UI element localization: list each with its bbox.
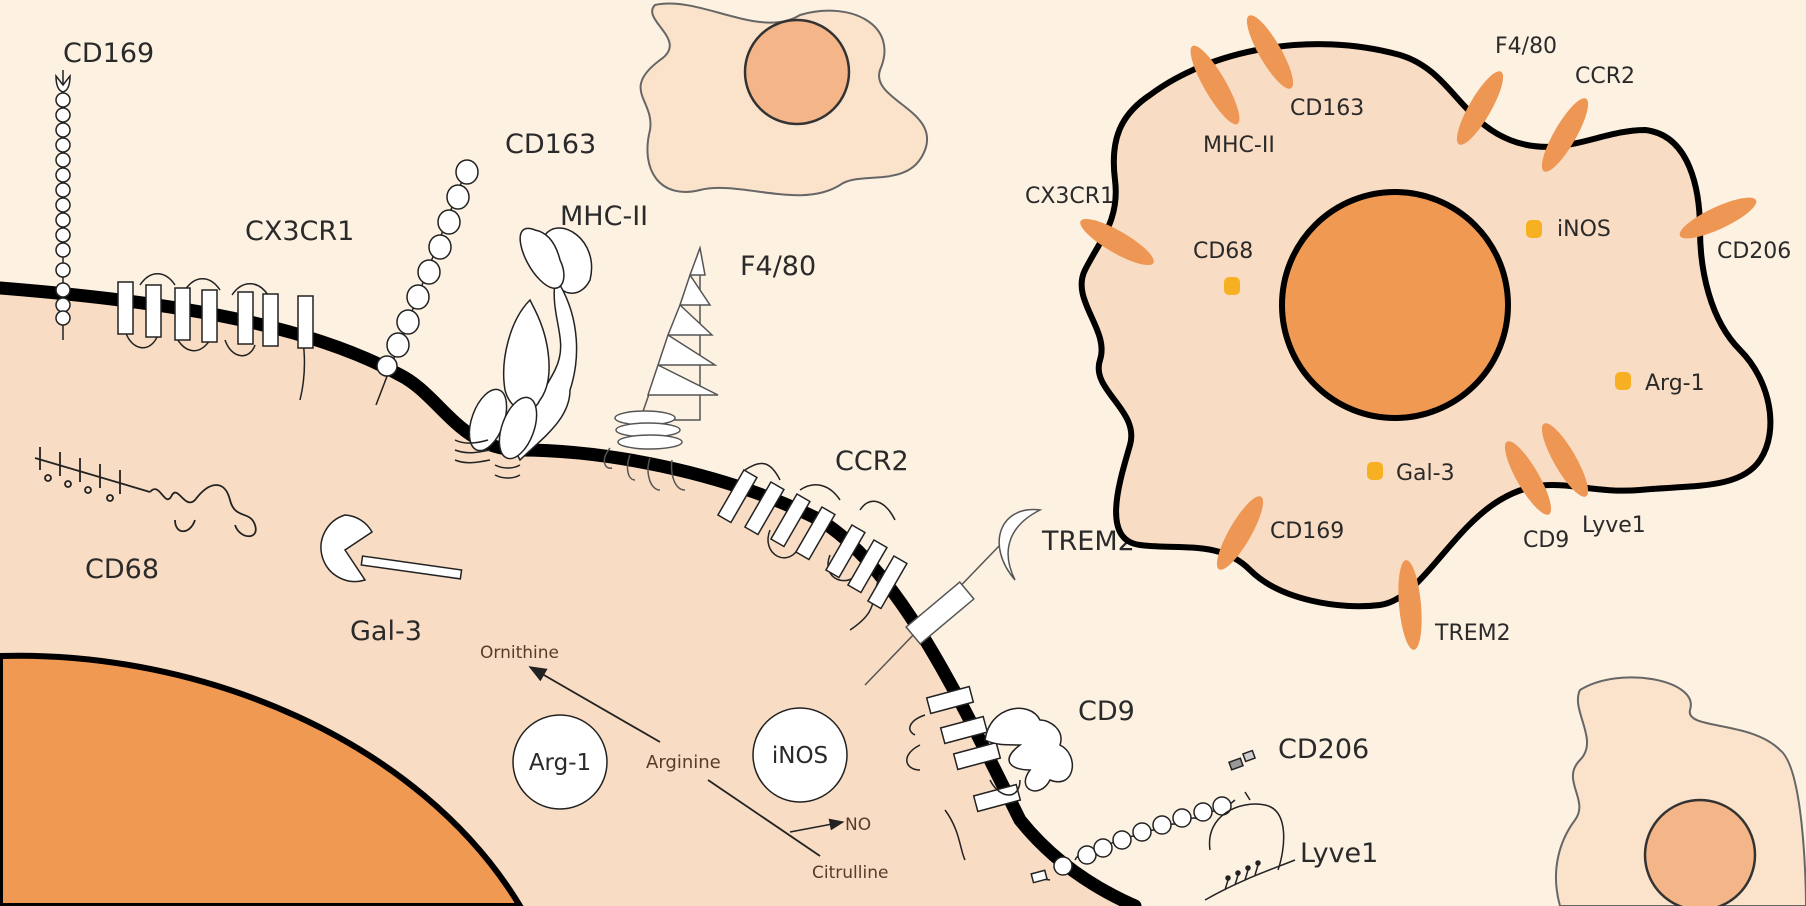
cd163-receptor — [1190, 45, 1240, 125]
cell-mhc2-label: MHC-II — [1203, 133, 1275, 158]
cd169-label: CD169 — [63, 38, 154, 69]
no-label: NO — [845, 815, 871, 835]
cell-cd206-label: CD206 — [1717, 239, 1791, 264]
cell-ccr2-label: CCR2 — [1575, 64, 1635, 89]
gal3-label: Gal-3 — [350, 616, 422, 647]
small-cell-bottom-right — [1554, 676, 1806, 906]
cd68-shape — [34, 447, 257, 538]
arginine-label: Arginine — [646, 752, 721, 773]
gal3-shape — [320, 514, 463, 583]
lyve1-label: Lyve1 — [1300, 838, 1378, 869]
inos-label: iNOS — [772, 743, 828, 769]
small-cell-top — [639, 2, 929, 197]
macrophage-cell — [1078, 41, 1774, 610]
cell-cd163-label: CD163 — [1290, 96, 1364, 121]
lyve1-receptor — [1541, 423, 1589, 497]
cell-receptors — [1080, 15, 1757, 650]
cell-cx3cr1-label: CX3CR1 — [1025, 184, 1114, 209]
cd68-granule — [1224, 277, 1240, 295]
inos-circle — [752, 707, 848, 803]
cd169-receptor — [1216, 496, 1264, 570]
cx3cr1-label: CX3CR1 — [245, 216, 354, 247]
arg1-label: Arg-1 — [529, 750, 591, 776]
lyve1-receptor-shape — [1204, 791, 1296, 901]
cell-trem2-label: TREM2 — [1434, 621, 1511, 646]
trem2-receptor-shape — [864, 508, 1043, 686]
cell-f480-label: F4/80 — [1495, 34, 1557, 59]
cx3cr1-receptor-shape — [117, 273, 314, 401]
cd68-label: CD68 — [85, 554, 159, 585]
cd206-label: CD206 — [1278, 734, 1369, 765]
inos-granule — [1526, 220, 1542, 238]
arg1-circle — [512, 714, 608, 810]
cd206-receptor — [1679, 197, 1757, 239]
ccr2-receptor-shape — [716, 462, 908, 631]
ornithine-label: Ornithine — [480, 643, 559, 663]
arrow-to-no — [789, 818, 845, 833]
zoomed-nucleus — [0, 652, 524, 906]
f480-label: F4/80 — [740, 251, 816, 282]
mhc2-receptor — [1246, 15, 1294, 89]
macrophage-nucleus — [1279, 189, 1511, 421]
cell-arg1-label: Arg-1 — [1645, 371, 1705, 396]
cell-cd9-label: CD9 — [1523, 528, 1569, 553]
cd9-receptor — [1504, 441, 1552, 515]
citrulline-label: Citrulline — [812, 863, 888, 883]
cx3cr1-receptor — [1080, 218, 1154, 266]
arg1-granule — [1615, 372, 1631, 390]
arrow-to-ornithine — [528, 666, 661, 743]
cd9-receptor-shape — [906, 685, 1074, 861]
cell-granules — [1224, 220, 1631, 480]
f480-receptor-shape — [603, 245, 719, 491]
cd163-receptor-shape — [375, 159, 479, 406]
gal3-granule — [1367, 462, 1383, 480]
cell-cd68-label: CD68 — [1193, 239, 1253, 264]
arrow-to-citrulline — [707, 779, 821, 857]
f480-receptor — [1456, 71, 1504, 145]
mhc2-receptor-shape — [454, 227, 593, 479]
cd163-label: CD163 — [505, 129, 596, 160]
cell-cd169-label: CD169 — [1270, 519, 1344, 544]
ccr2-label: CCR2 — [835, 446, 909, 477]
cell-lyve1-label: Lyve1 — [1582, 513, 1646, 538]
cd9-label: CD9 — [1078, 696, 1135, 727]
cell-inos-label: iNOS — [1557, 217, 1611, 242]
cd206-receptor-shape — [1030, 749, 1257, 884]
trem2-receptor — [1398, 560, 1422, 650]
ccr2-receptor — [1541, 98, 1589, 172]
mhc2-label: MHC-II — [560, 201, 648, 232]
cd169-receptor-shape — [55, 70, 71, 340]
cell-gal3-label: Gal-3 — [1396, 461, 1455, 486]
arg1-enzyme: Arg-1 — [512, 714, 608, 810]
inos-enzyme: iNOS — [752, 707, 848, 803]
